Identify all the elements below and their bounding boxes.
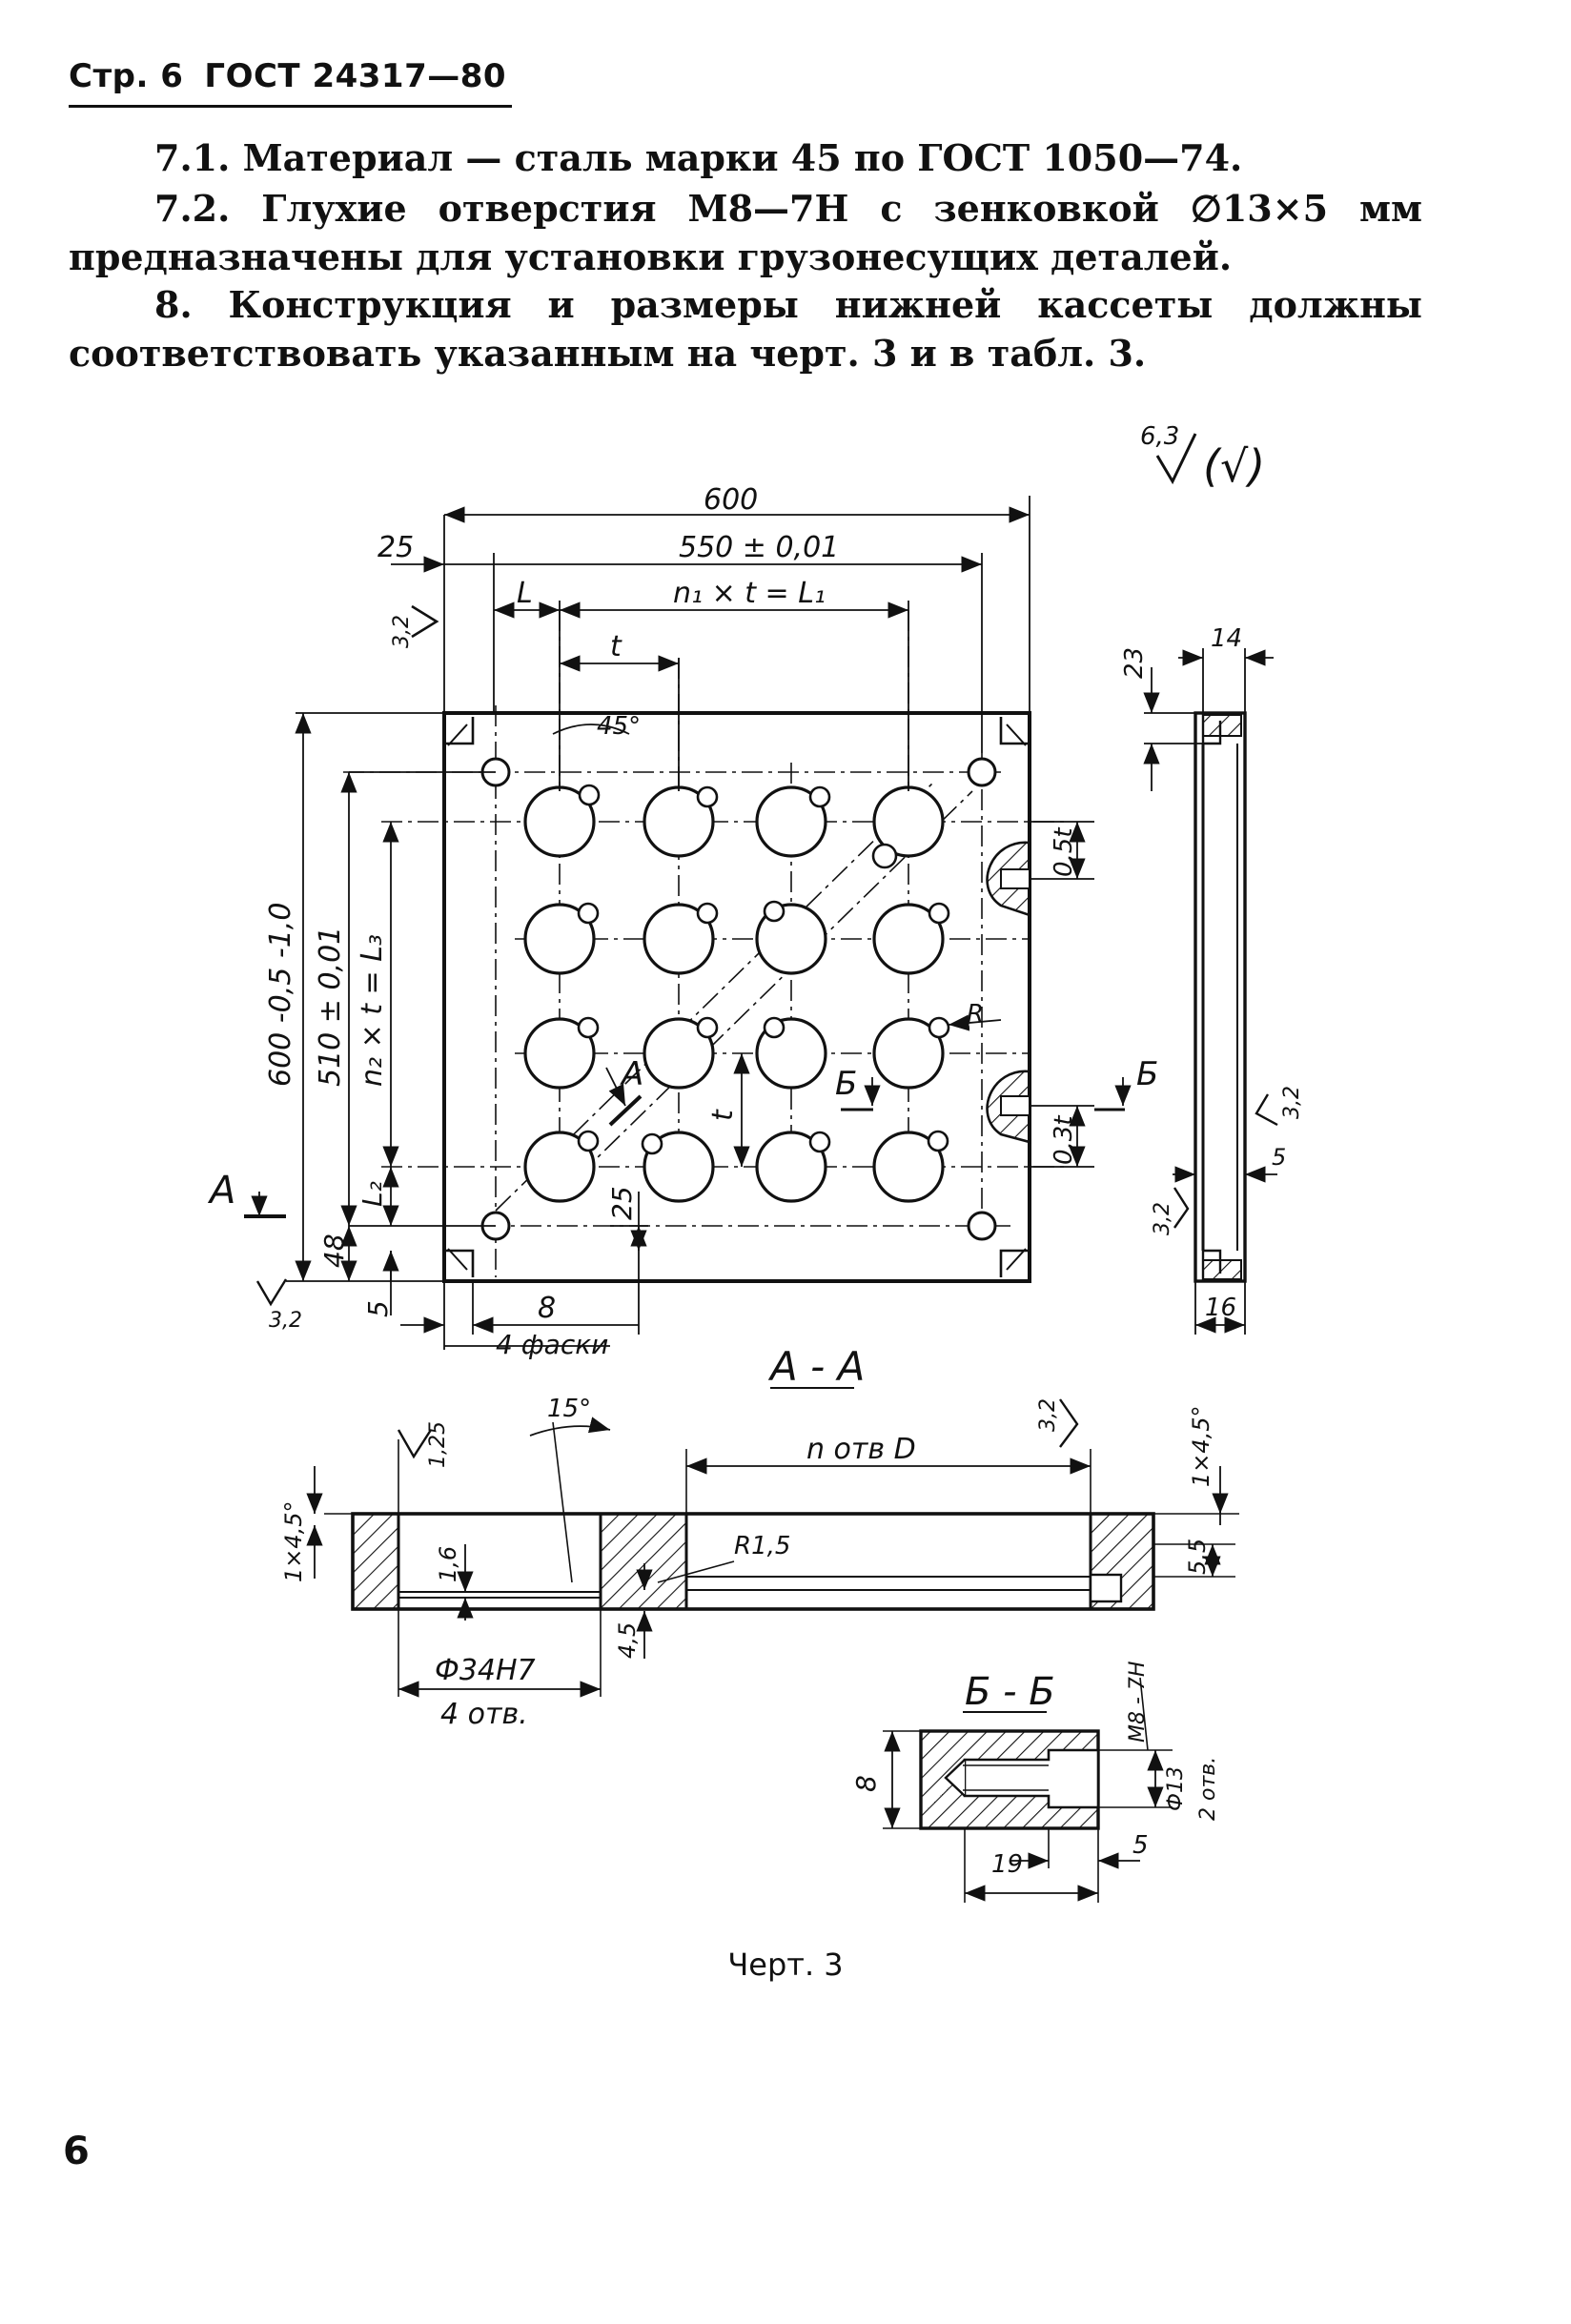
- dim-chamfers: 4 фаски: [496, 1329, 608, 1360]
- roughness-bracket: (√): [1203, 440, 1265, 492]
- bb-dim-5: 5: [1132, 1831, 1149, 1860]
- dim-h600: 600 -0,5 -1,0: [264, 903, 297, 1087]
- aa-dim-55: 5,5: [1184, 1539, 1211, 1575]
- plate-side-view: [1143, 648, 1278, 1335]
- aa-4-holes: 4 отв.: [440, 1698, 528, 1731]
- figure-caption: Черт. 3: [727, 1947, 844, 1983]
- edge-thread-sections: [986, 841, 1031, 1144]
- plate-outline: [442, 711, 1031, 1283]
- rough-32b: 3,2: [269, 1309, 302, 1333]
- aa-chamfer-left: 1×4,5°: [280, 1500, 307, 1582]
- aa-phi34: Ф34Н7: [435, 1654, 536, 1687]
- dim-05t: 0,5t: [1050, 827, 1078, 877]
- dim-h510: 510 ± 0,01: [314, 927, 347, 1087]
- page-label: Стр. 6: [69, 57, 184, 95]
- section-bb: Б - Б М8 - 7Н 8 Ф13 2 отв. 19: [850, 1661, 1220, 1903]
- dim-h48: 48: [318, 1233, 350, 1268]
- paragraph-7-2: 7.2. Глухие отверстия М8—7Н с зенковкой …: [69, 187, 1422, 278]
- bb-dim-19: 19: [991, 1850, 1023, 1879]
- section-aa-title: А - А: [767, 1343, 865, 1390]
- aa-angle-15: 15°: [547, 1395, 591, 1423]
- dim-16: 16: [1205, 1294, 1236, 1322]
- dim-L: L: [517, 577, 533, 610]
- aa-rough-125: 1,25: [426, 1421, 450, 1468]
- aa-R15: R1,5: [734, 1532, 790, 1560]
- section-A-left: А: [207, 1169, 235, 1213]
- bb-m8-thread: М8 - 7Н: [1126, 1661, 1150, 1743]
- dim-550: 550 ± 0,01: [679, 531, 839, 564]
- section-aa: А - А: [280, 1343, 1239, 1731]
- section-bb-title: Б - Б: [965, 1670, 1055, 1714]
- dim-n1t: n₁ × t = L₁: [673, 577, 826, 610]
- dimension-text-plan: 600 550 ± 0,01 25 L n₁ × t = L₁ t 45° 60…: [207, 483, 1158, 1360]
- aa-chamfer-right: 1×4,5°: [1188, 1405, 1214, 1487]
- section-B-right: Б: [1136, 1055, 1158, 1093]
- side-view-text: 23 14 16 5 3,2 3,2: [1120, 624, 1304, 1322]
- dim-45deg: 45°: [597, 712, 641, 741]
- section-B-left: Б: [835, 1065, 857, 1103]
- dim-14: 14: [1211, 624, 1242, 653]
- rough-32c: 3,2: [1280, 1086, 1304, 1119]
- bb-dim-8: 8: [850, 1775, 882, 1792]
- gost-label: ГОСТ 24317—80: [204, 57, 507, 95]
- roughness-value: 6,3: [1140, 422, 1179, 451]
- dim-hn2t: n₂ × t = L₃: [356, 934, 389, 1087]
- dim-t2: t: [706, 1109, 740, 1121]
- dim-25: 25: [377, 531, 414, 564]
- dim-5s: 5: [1272, 1144, 1286, 1171]
- aa-n-holes-D: n отв D: [806, 1433, 916, 1466]
- paragraph-7-1: 7.1. Материал — сталь марки 45 по ГОСТ 1…: [154, 136, 1243, 179]
- bb-phi13: Ф13: [1164, 1766, 1188, 1811]
- rough-32d: 3,2: [1151, 1202, 1174, 1235]
- dimension-lines-plan: [244, 496, 1132, 1350]
- header-rule: [69, 105, 513, 108]
- dim-t: t: [610, 630, 622, 663]
- dim-03t: 0,3t: [1050, 1115, 1078, 1165]
- dim-8: 8: [538, 1292, 556, 1325]
- dim-25b: 25: [606, 1186, 638, 1220]
- page-number: 6: [63, 2130, 90, 2173]
- dim-600: 600: [704, 483, 758, 517]
- dim-R: R: [967, 1000, 984, 1029]
- bb-2-holes: 2 отв.: [1196, 1757, 1220, 1821]
- dim-hL2: L₂: [357, 1181, 388, 1207]
- plate-plan-view: [442, 711, 1031, 1283]
- dim-23: 23: [1120, 647, 1149, 679]
- aa-dim-45: 4,5: [614, 1622, 641, 1659]
- section-A-mark: А: [620, 1055, 643, 1093]
- dim-h5: 5: [362, 1300, 394, 1317]
- aa-dim-16: 1,6: [435, 1546, 461, 1582]
- hole-grid: [523, 785, 945, 1203]
- aa-rough-32: 3,2: [1036, 1398, 1060, 1432]
- rough-32a: 3,2: [390, 615, 414, 648]
- paragraph-8: 8. Конструкция и размеры нижней кассеты …: [69, 283, 1422, 375]
- roughness-symbol-main: 6,3 (√): [1140, 422, 1265, 492]
- page-header: Стр. 6 ГОСТ 24317—80: [69, 57, 513, 108]
